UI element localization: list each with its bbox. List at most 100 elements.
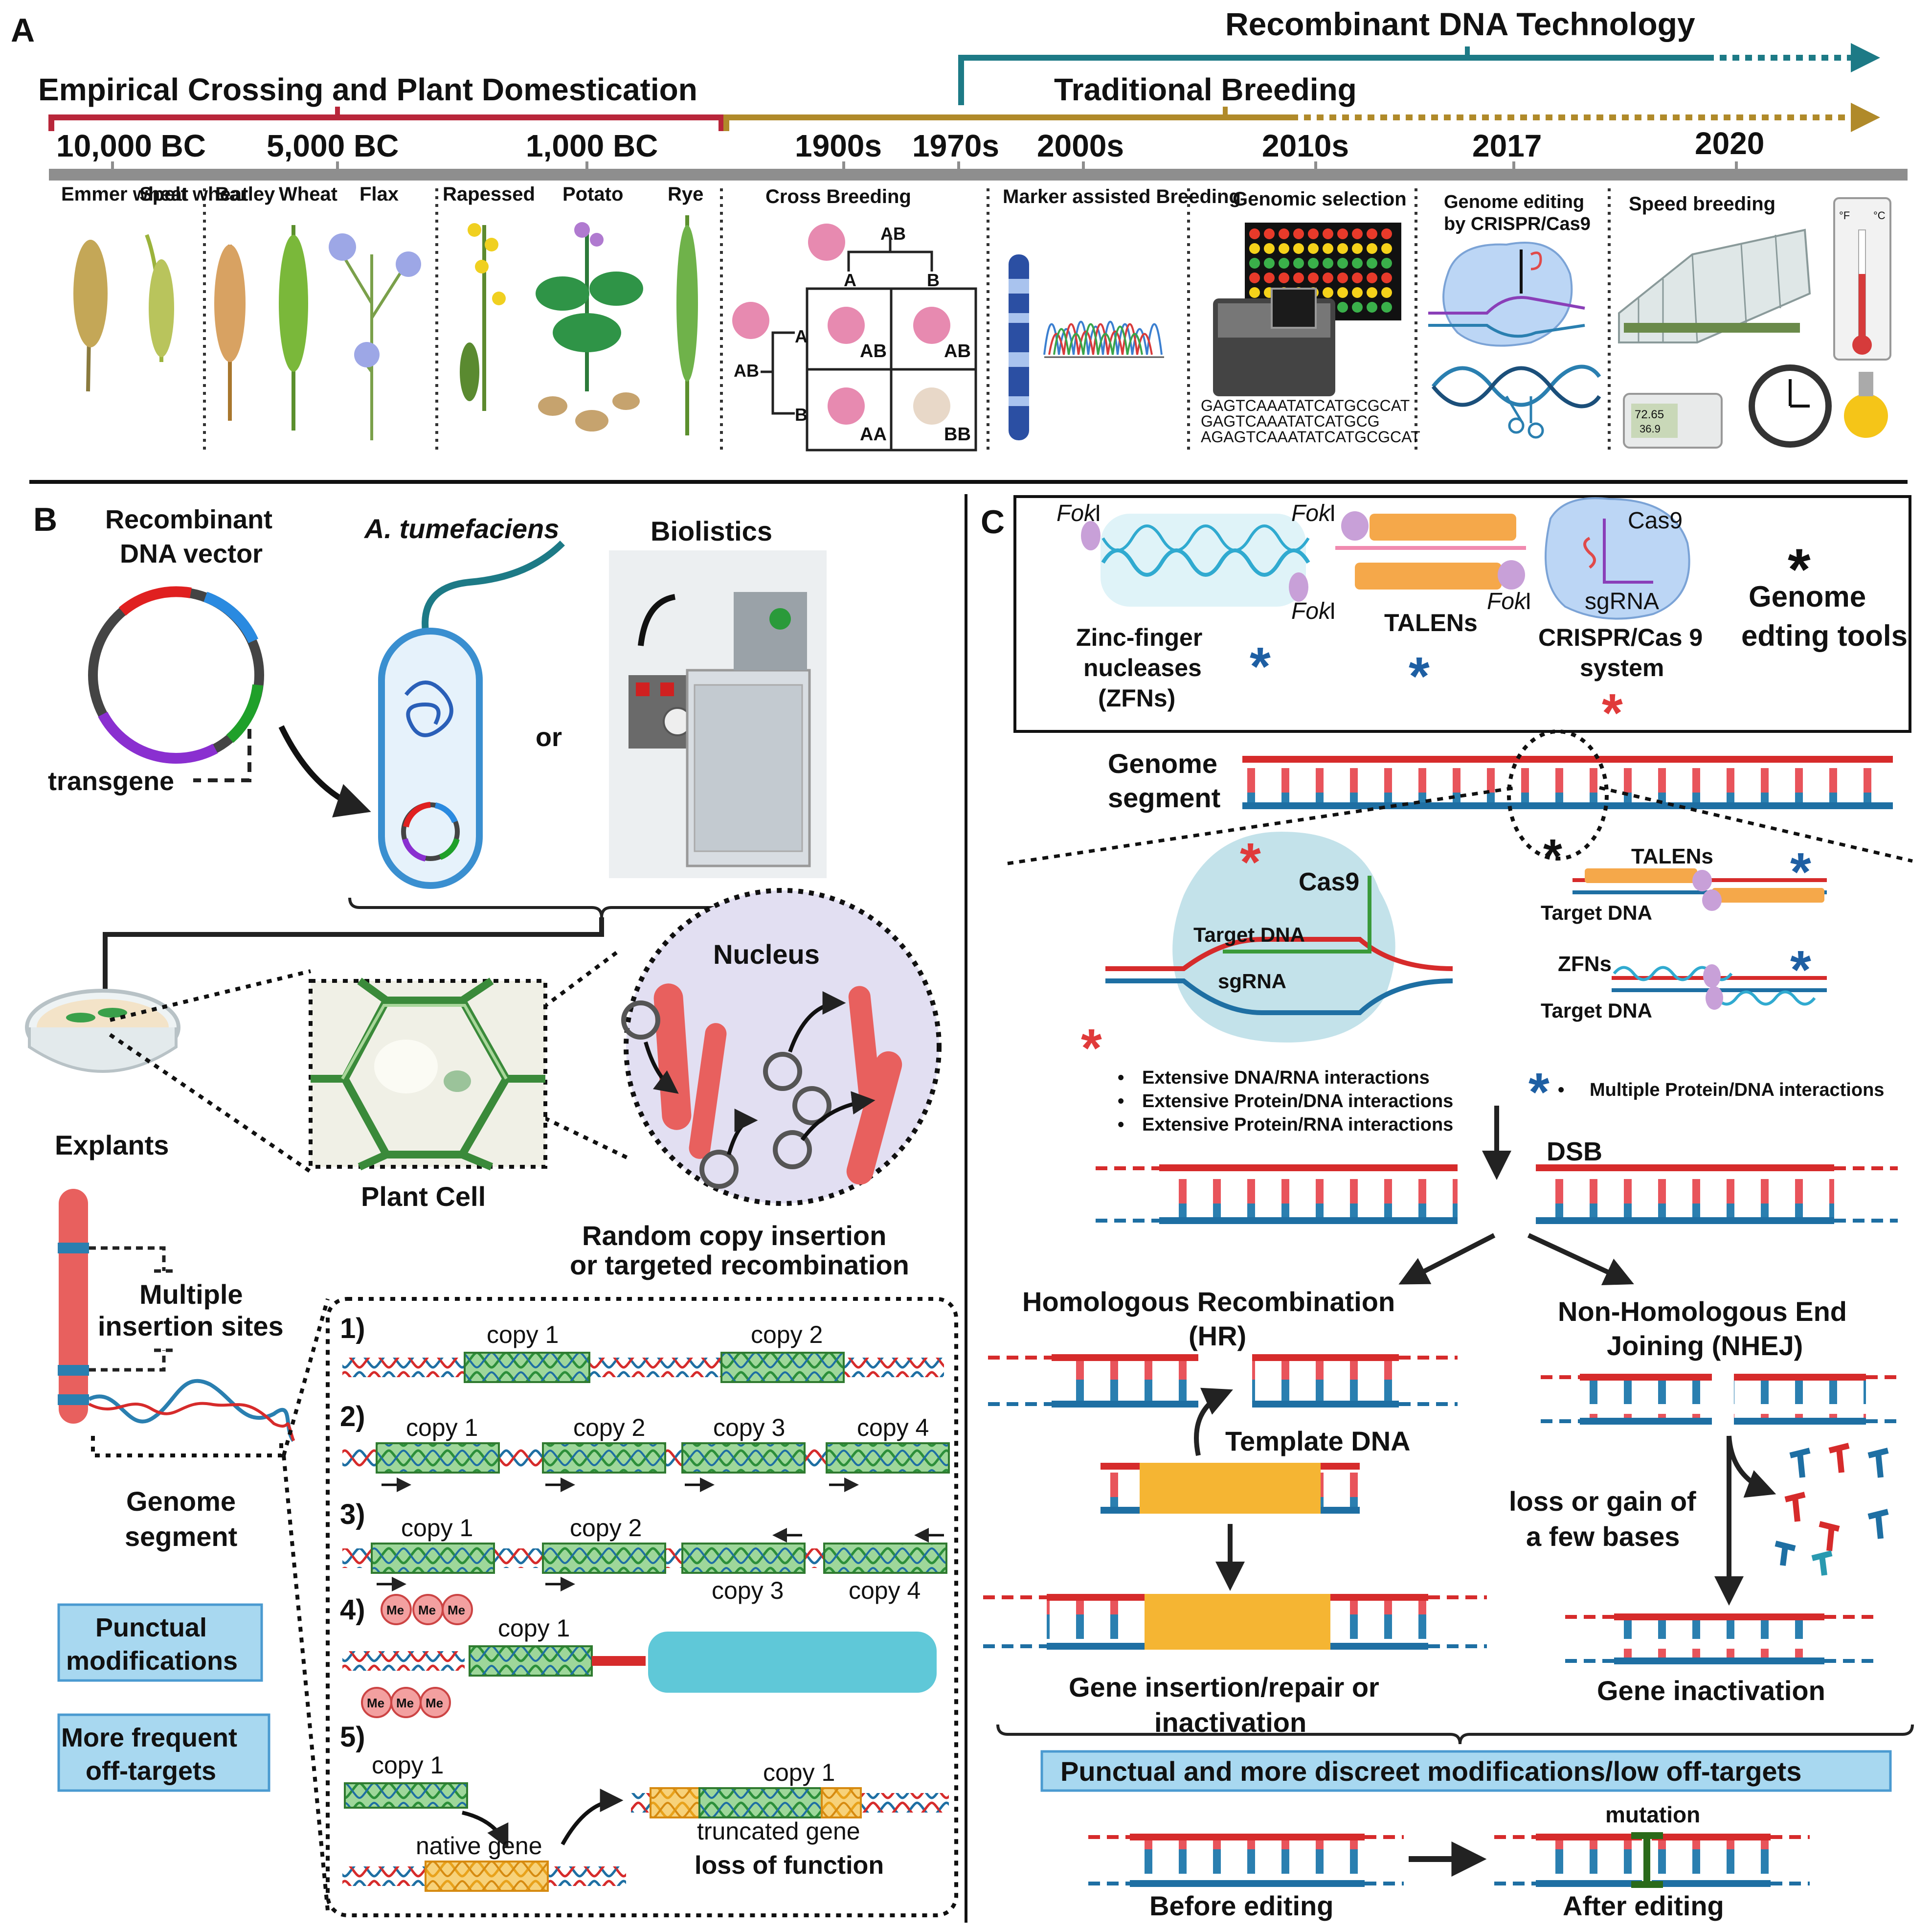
- before-label: Before editing: [1149, 1890, 1333, 1921]
- genome-segment-line2: segment: [125, 1521, 237, 1552]
- zfn-line3: (ZFNs): [1098, 684, 1175, 712]
- spelt-wheat-icon: [149, 259, 174, 357]
- recombinant-track-line: [958, 55, 1712, 105]
- microarray-dot: [1352, 272, 1363, 283]
- zfns-target-dna: Target DNA: [1541, 999, 1652, 1022]
- microarray-dot: [1264, 258, 1275, 269]
- fok-2-suffix: I: [1329, 598, 1336, 624]
- punctual-line2: modifications: [66, 1646, 238, 1676]
- row-3-number: 3): [340, 1499, 365, 1530]
- plasmids-nucleus: [621, 1000, 831, 1189]
- genome-segment-ladder: [1242, 756, 1893, 809]
- bullet-left-3-text: Extensive Protein/RNA interactions: [1142, 1114, 1453, 1135]
- tools-line1: Genome: [1749, 580, 1866, 613]
- crop-barley: Barley: [215, 183, 275, 205]
- microarray-dot: [1279, 272, 1289, 283]
- truncated-gene-label: truncated gene: [697, 1817, 860, 1845]
- lightbulb-icon: [1844, 372, 1888, 438]
- microarray-dot: [1337, 287, 1348, 298]
- offtargets-line1: More frequent: [61, 1723, 237, 1752]
- microarray-dot: [1337, 302, 1348, 313]
- biolistics-device-icon: [609, 550, 827, 878]
- row1-copy2: copy 2: [751, 1321, 823, 1348]
- talens-target-dna: Target DNA: [1541, 901, 1652, 924]
- genome-segment-line1: Genome: [126, 1486, 236, 1517]
- thermo-f: °F: [1839, 209, 1850, 222]
- microarray-dot: [1264, 243, 1275, 254]
- or-label: or: [536, 723, 562, 752]
- punnett-parent-left: AB: [734, 361, 759, 381]
- traditional-track-label: Traditional Breeding: [1054, 72, 1357, 107]
- after-ladder: [1494, 1832, 1810, 1888]
- row3-copy4: copy 4: [849, 1577, 921, 1604]
- fok-1-suffix: I: [1095, 500, 1101, 526]
- multiple-sites-line1: Multiple: [139, 1279, 243, 1310]
- vector-title-line2: DNA vector: [120, 539, 263, 568]
- punnett-cell-3: AA: [860, 424, 887, 445]
- microarray-dot: [1308, 258, 1319, 269]
- bullet-left-3: •: [1118, 1114, 1124, 1135]
- cas9-sgrna: sgRNA: [1218, 970, 1286, 993]
- zfn-line1: Zinc-finger: [1076, 624, 1202, 651]
- microarray-dot: [1352, 243, 1363, 254]
- microarray-dot: [1381, 287, 1392, 298]
- panel-a: A Recombinant DNA Technology Empirical C…: [11, 6, 1908, 452]
- row1-copy1: copy 1: [487, 1321, 559, 1348]
- punnett-cell-1: AB: [860, 341, 887, 362]
- plant-cell-label: Plant Cell: [361, 1181, 486, 1212]
- microarray-dot: [1249, 258, 1260, 269]
- microarray-dot: [1367, 258, 1377, 269]
- clock-icon: [1749, 364, 1832, 448]
- biolistics-label: Biolistics: [651, 516, 772, 546]
- zfn-protein-icon: [1081, 514, 1310, 607]
- method-crispr-line1: Genome editing: [1444, 192, 1584, 212]
- microarray-dot: [1279, 228, 1289, 239]
- nucleus-label: Nucleus: [713, 939, 820, 970]
- microarray-dot: [1308, 243, 1319, 254]
- zfn-line2: nucleases: [1083, 654, 1202, 681]
- method-genomic: Genomic selection: [1233, 188, 1407, 210]
- row-1-number: 1): [340, 1313, 365, 1344]
- punctual-c-box: [1040, 1750, 1892, 1792]
- crop-rapessed: Rapessed: [443, 183, 535, 205]
- row4-copy1: copy 1: [498, 1614, 570, 1642]
- bullet-left-2: •: [1118, 1091, 1124, 1112]
- bullet-left-1: •: [1118, 1067, 1124, 1088]
- rapeseed-icon: [460, 223, 506, 411]
- punctual-c-text: Punctual and more discreet modifications…: [1060, 1756, 1801, 1787]
- microarray-dot: [1323, 258, 1333, 269]
- row2-copy4: copy 4: [857, 1414, 929, 1441]
- me-5: Me: [396, 1696, 414, 1710]
- crop-spelt: Spelt wheat: [139, 183, 248, 205]
- bullet-right-asterisk: *: [1528, 1062, 1550, 1122]
- genome-seg-c-line2: segment: [1108, 782, 1220, 813]
- wheat-icon: [279, 235, 308, 372]
- microarray-dot: [1323, 243, 1333, 254]
- explants-label: Explants: [55, 1130, 169, 1160]
- sgrna-tool-label: sgRNA: [1585, 589, 1659, 614]
- cas9-target-dna: Target DNA: [1193, 923, 1305, 946]
- timeline-2020: 2020: [1695, 126, 1764, 161]
- talen-protein-icon: [1335, 511, 1526, 590]
- plant-cell-icon: [311, 977, 545, 1171]
- nhej-broken-ladders: [1541, 1374, 1903, 1425]
- microarray-dot: [1337, 258, 1348, 269]
- to-explants-arrow: [90, 917, 604, 1033]
- cas9-protein-icon: [1545, 497, 1690, 620]
- punnett-row-a: A: [795, 326, 808, 346]
- microarray-dot: [1381, 243, 1392, 254]
- microarray-dot: [1367, 228, 1377, 239]
- timeline-2017: 2017: [1472, 128, 1542, 163]
- dsb-left: [1096, 1164, 1458, 1224]
- talen-label: TALENs: [1384, 609, 1478, 636]
- timeline-bar: [49, 169, 1908, 181]
- zfn-asterisk: *: [1250, 636, 1271, 697]
- crop-wheat: Wheat: [279, 183, 337, 205]
- fok-2: Fok: [1291, 598, 1332, 624]
- template-label: Template DNA: [1225, 1426, 1411, 1456]
- microarray-dot: [1323, 228, 1333, 239]
- after-label: After editing: [1563, 1890, 1724, 1921]
- crop-flax: Flax: [359, 183, 399, 205]
- cas9-complex-icon: [1105, 832, 1453, 1043]
